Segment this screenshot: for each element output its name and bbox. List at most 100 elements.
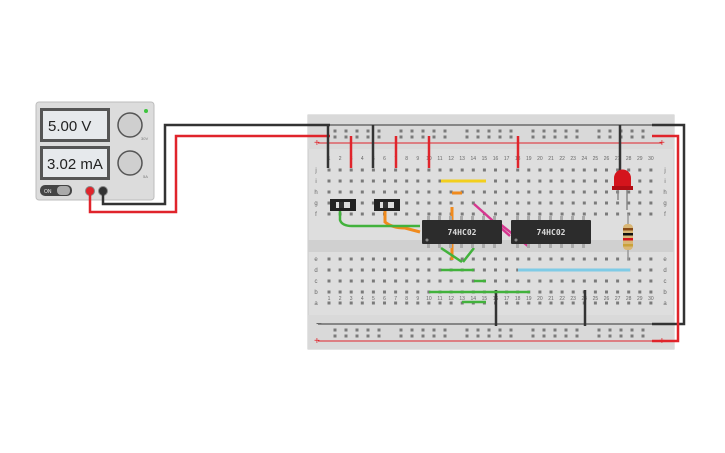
breadboard-hole[interactable] bbox=[405, 301, 409, 305]
breadboard-hole[interactable] bbox=[494, 279, 497, 283]
breadboard-hole[interactable] bbox=[383, 279, 386, 283]
breadboard-hole[interactable] bbox=[649, 212, 653, 216]
breadboard-hole[interactable] bbox=[649, 290, 653, 294]
breadboard-hole[interactable] bbox=[383, 190, 386, 194]
breadboard-hole[interactable] bbox=[560, 179, 564, 183]
breadboard-hole[interactable] bbox=[371, 257, 375, 261]
breadboard-hole[interactable] bbox=[360, 279, 364, 283]
breadboard-hole[interactable] bbox=[371, 201, 375, 205]
breadboard-hole[interactable] bbox=[355, 129, 359, 133]
breadboard-hole[interactable] bbox=[509, 334, 513, 338]
breadboard-hole[interactable] bbox=[460, 257, 464, 261]
breadboard-hole[interactable] bbox=[516, 179, 520, 183]
breadboard-hole[interactable] bbox=[360, 268, 364, 272]
breadboard-hole[interactable] bbox=[383, 268, 386, 272]
breadboard-hole[interactable] bbox=[327, 257, 331, 261]
breadboard-hole[interactable] bbox=[410, 328, 414, 332]
breadboard-hole[interactable] bbox=[443, 334, 447, 338]
breadboard-hole[interactable] bbox=[605, 257, 608, 261]
breadboard-hole[interactable] bbox=[460, 168, 464, 172]
breadboard-hole[interactable] bbox=[399, 334, 403, 338]
breadboard-hole[interactable] bbox=[505, 301, 509, 305]
breadboard-hole[interactable] bbox=[394, 212, 398, 216]
breadboard-hole[interactable] bbox=[465, 135, 469, 139]
breadboard-hole[interactable] bbox=[476, 328, 480, 332]
breadboard-hole[interactable] bbox=[597, 129, 601, 133]
breadboard-hole[interactable] bbox=[505, 257, 509, 261]
breadboard-hole[interactable] bbox=[416, 168, 420, 172]
breadboard-hole[interactable] bbox=[498, 129, 502, 133]
breadboard-hole[interactable] bbox=[498, 135, 502, 139]
breadboard-hole[interactable] bbox=[553, 328, 557, 332]
breadboard-hole[interactable] bbox=[505, 179, 509, 183]
breadboard-hole[interactable] bbox=[582, 212, 586, 216]
breadboard-hole[interactable] bbox=[360, 212, 364, 216]
breadboard-hole[interactable] bbox=[538, 190, 542, 194]
wire-black-rail-right[interactable] bbox=[652, 123, 686, 326]
breadboard-hole[interactable] bbox=[531, 328, 535, 332]
breadboard-hole[interactable] bbox=[597, 328, 601, 332]
breadboard-hole[interactable] bbox=[427, 257, 431, 261]
breadboard-hole[interactable] bbox=[471, 257, 475, 261]
breadboard-hole[interactable] bbox=[327, 212, 331, 216]
red-led[interactable] bbox=[612, 169, 633, 211]
wire-red-psu[interactable] bbox=[88, 134, 330, 214]
breadboard-hole[interactable] bbox=[377, 328, 381, 332]
breadboard-hole[interactable] bbox=[494, 201, 497, 205]
breadboard-hole[interactable] bbox=[344, 328, 348, 332]
breadboard-hole[interactable] bbox=[416, 290, 420, 294]
breadboard-hole[interactable] bbox=[432, 328, 436, 332]
breadboard-hole[interactable] bbox=[571, 279, 575, 283]
breadboard-hole[interactable] bbox=[494, 268, 497, 272]
breadboard-hole[interactable] bbox=[593, 290, 597, 294]
breadboard-hole[interactable] bbox=[608, 334, 612, 338]
breadboard-hole[interactable] bbox=[627, 279, 631, 283]
breadboard-hole[interactable] bbox=[360, 168, 364, 172]
breadboard-hole[interactable] bbox=[575, 135, 579, 139]
breadboard-hole[interactable] bbox=[465, 129, 469, 133]
breadboard-hole[interactable] bbox=[571, 179, 575, 183]
breadboard-hole[interactable] bbox=[527, 212, 531, 216]
breadboard-hole[interactable] bbox=[582, 279, 586, 283]
breadboard-hole[interactable] bbox=[327, 190, 331, 194]
breadboard-hole[interactable] bbox=[465, 328, 469, 332]
breadboard-hole[interactable] bbox=[641, 334, 645, 338]
breadboard-hole[interactable] bbox=[371, 168, 375, 172]
breadboard-hole[interactable] bbox=[399, 135, 403, 139]
breadboard-hole[interactable] bbox=[494, 212, 497, 216]
breadboard-hole[interactable] bbox=[333, 135, 337, 139]
breadboard-hole[interactable] bbox=[371, 212, 375, 216]
breadboard-hole[interactable] bbox=[416, 268, 420, 272]
breadboard-hole[interactable] bbox=[383, 290, 386, 294]
breadboard-hole[interactable] bbox=[360, 179, 364, 183]
breadboard-hole[interactable] bbox=[564, 135, 568, 139]
breadboard-hole[interactable] bbox=[410, 135, 414, 139]
breadboard-hole[interactable] bbox=[498, 334, 502, 338]
breadboard-hole[interactable] bbox=[505, 201, 509, 205]
breadboard-hole[interactable] bbox=[605, 279, 608, 283]
breadboard-hole[interactable] bbox=[399, 328, 403, 332]
breadboard-hole[interactable] bbox=[549, 301, 553, 305]
breadboard-hole[interactable] bbox=[593, 168, 597, 172]
breadboard-hole[interactable] bbox=[460, 201, 464, 205]
breadboard-hole[interactable] bbox=[349, 190, 353, 194]
breadboard-hole[interactable] bbox=[327, 268, 331, 272]
breadboard-hole[interactable] bbox=[538, 212, 542, 216]
breadboard-hole[interactable] bbox=[338, 268, 342, 272]
breadboard-hole[interactable] bbox=[405, 212, 409, 216]
breadboard-hole[interactable] bbox=[549, 168, 553, 172]
breadboard-hole[interactable] bbox=[571, 201, 575, 205]
breadboard-hole[interactable] bbox=[494, 190, 497, 194]
breadboard-hole[interactable] bbox=[560, 201, 564, 205]
breadboard-hole[interactable] bbox=[476, 334, 480, 338]
breadboard-hole[interactable] bbox=[608, 328, 612, 332]
breadboard-hole[interactable] bbox=[399, 129, 403, 133]
breadboard-hole[interactable] bbox=[432, 334, 436, 338]
breadboard-hole[interactable] bbox=[641, 129, 645, 133]
breadboard-hole[interactable] bbox=[487, 334, 491, 338]
breadboard-hole[interactable] bbox=[571, 301, 575, 305]
breadboard-hole[interactable] bbox=[593, 257, 597, 261]
wire-red-rail-right[interactable] bbox=[652, 134, 680, 343]
breadboard-hole[interactable] bbox=[527, 257, 531, 261]
wire-black-psu[interactable] bbox=[101, 123, 330, 206]
